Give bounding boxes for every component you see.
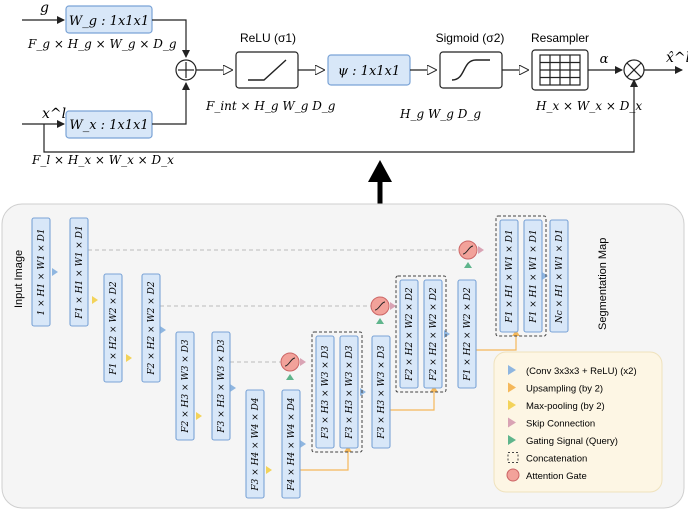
flow-arrow bbox=[266, 466, 272, 474]
flow-arrow bbox=[230, 384, 236, 392]
output-label: x̂^l bbox=[666, 50, 688, 66]
feature-block bbox=[281, 389, 301, 499]
feature-block bbox=[371, 335, 391, 449]
concatenation-outline bbox=[395, 275, 447, 393]
block-dims-label: F2 × H3 × W3 × D3 bbox=[181, 339, 191, 434]
unet-blocks: 1 × H1 × W1 × D1 F1 × H1 × W1 × D1 F1 × H2… bbox=[31, 215, 569, 499]
attention-gate-legend-icon bbox=[506, 468, 520, 482]
legend-arrow-icon bbox=[508, 365, 516, 375]
feature-block bbox=[315, 335, 335, 449]
wx-label: W_x : 1x1x1 bbox=[69, 118, 148, 133]
flow-arrow bbox=[92, 296, 98, 304]
sigmoid-icon bbox=[451, 59, 490, 81]
legend: (Conv 3x3x3 + ReLU) (x2) Upsampling (by 2… bbox=[506, 365, 637, 482]
block-dims-label: F1 × H2 × W2 × D2 bbox=[463, 287, 473, 382]
feature-block bbox=[339, 335, 359, 449]
relu-icon bbox=[248, 59, 287, 81]
block-dims-label: F1 × H1 × W1 × D1 bbox=[529, 229, 539, 323]
feature-block bbox=[211, 331, 231, 441]
block-dims-label: F3 × H3 × W3 × D3 bbox=[321, 345, 331, 440]
concatenation-outline bbox=[495, 215, 547, 337]
hx-dims: H_x × W_x × D_x bbox=[535, 99, 642, 113]
input-g-label: g bbox=[40, 0, 49, 16]
hw-dims: H_g W_g D_g bbox=[399, 107, 481, 121]
feature-block bbox=[245, 389, 265, 499]
flow-arrow bbox=[160, 326, 166, 334]
legend-arrow-icon bbox=[508, 400, 516, 410]
alpha-label: α bbox=[600, 52, 609, 67]
flow-arrow bbox=[300, 440, 306, 448]
block-dims-label: F1 × H1 × W1 × D1 bbox=[505, 229, 515, 323]
feature-block bbox=[499, 219, 519, 333]
flow-arrow bbox=[542, 272, 548, 280]
flow-arrow bbox=[196, 412, 202, 420]
flow-arrow bbox=[512, 330, 520, 336]
legend-label: Concatenation bbox=[526, 454, 587, 465]
flow-arrow bbox=[360, 388, 366, 396]
flow-arrow bbox=[52, 268, 58, 276]
feature-block bbox=[141, 273, 161, 383]
resampler-title: Resampler bbox=[531, 31, 589, 45]
fint-dims: F_int × H_g W_g D_g bbox=[205, 99, 336, 113]
legend-label: Gating Signal (Query) bbox=[526, 436, 618, 447]
flow-arrow bbox=[344, 446, 352, 452]
feature-block bbox=[457, 279, 477, 389]
block-dims-label: F1 × H1 × W1 × D1 bbox=[75, 225, 85, 319]
block-dims-label: F3 × H3 × W3 × D3 bbox=[217, 339, 227, 434]
legend-arrow-icon bbox=[508, 417, 516, 428]
relu-title: ReLU (σ1) bbox=[240, 31, 296, 45]
feature-block bbox=[31, 217, 51, 327]
legend-label: Attention Gate bbox=[526, 471, 587, 482]
block-dims-label: Nc × H1 × W1 × D1 bbox=[555, 229, 565, 324]
resampler-grid-icon bbox=[539, 54, 581, 86]
block-dims-label: F3 × H3 × W3 × D3 bbox=[377, 345, 387, 440]
block-dims-label: 1 × H1 × W1 × D1 bbox=[37, 228, 47, 315]
sigmoid-title: Sigmoid (σ2) bbox=[436, 31, 505, 45]
legend-arrow-icon bbox=[508, 382, 516, 393]
zoom-arrow-head bbox=[368, 160, 392, 182]
block-dims-label: F3 × H3 × W3 × D3 bbox=[345, 345, 355, 440]
legend-arrow-icon bbox=[508, 435, 516, 445]
unet-connections bbox=[52, 249, 548, 474]
feature-block bbox=[523, 219, 543, 333]
flow-arrow bbox=[430, 386, 438, 392]
flow-arrow bbox=[126, 354, 132, 362]
psi-label: ψ : 1x1x1 bbox=[338, 64, 400, 79]
block-dims-label: F1 × H2 × W2 × D2 bbox=[109, 281, 119, 376]
concatenation-outline bbox=[311, 331, 363, 453]
concatenation-icon bbox=[507, 452, 519, 463]
attention-gate-schematic: g W_g : 1x1x1 F_g × H_g × W_g × D_g x^l … bbox=[22, 0, 688, 167]
block-dims-label: F4 × H4 × W4 × D4 bbox=[287, 397, 297, 492]
fl-dims: F_l × H_x × W_x × D_x bbox=[31, 153, 174, 167]
block-dims-label: F3 × H4 × W4 × D4 bbox=[251, 397, 261, 492]
legend-label: Upsampling (by 2) bbox=[526, 384, 603, 395]
relu-block bbox=[235, 51, 299, 89]
wg-label: W_g : 1x1x1 bbox=[69, 14, 149, 29]
feature-block bbox=[399, 279, 419, 389]
segmentation-map-label: Segmentation Map bbox=[597, 238, 609, 330]
block-dims-label: F2 × H2 × W2 × D2 bbox=[429, 287, 439, 382]
attention-gates bbox=[280, 240, 484, 380]
feature-block bbox=[423, 279, 443, 389]
block-dims-label: F2 × H2 × W2 × D2 bbox=[405, 287, 415, 382]
legend-label: Max-pooling (by 2) bbox=[526, 401, 605, 412]
feature-block bbox=[69, 217, 89, 327]
input-image-label: Input Image bbox=[13, 250, 25, 308]
legend-label: Skip Connection bbox=[526, 419, 595, 430]
feature-block bbox=[175, 331, 195, 441]
legend-label: (Conv 3x3x3 + ReLU) (x2) bbox=[526, 366, 637, 377]
feature-block bbox=[549, 219, 569, 333]
legend-box bbox=[493, 351, 663, 493]
fg-dims: F_g × H_g × W_g × D_g bbox=[27, 37, 177, 51]
sigmoid-block bbox=[439, 51, 503, 89]
input-x-label: x^l bbox=[42, 106, 66, 122]
feature-block bbox=[103, 273, 123, 383]
block-dims-label: F2 × H2 × W2 × D2 bbox=[147, 281, 157, 376]
